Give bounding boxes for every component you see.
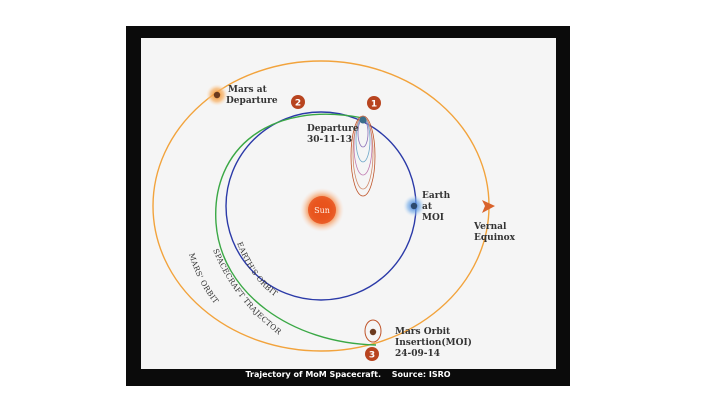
diagram-panel: Sun 1 2 3 Mars at Departure Departure 30 xyxy=(141,38,556,369)
mars-moi-icon xyxy=(369,328,377,336)
moi-label-line2: Insertion(MOI) xyxy=(395,337,472,348)
mars-icon xyxy=(213,91,221,99)
marker-2: 2 xyxy=(291,95,305,109)
earth-departure-icon xyxy=(359,116,367,124)
vernal-label-line1: Vernal xyxy=(473,222,507,232)
vernal-equinox-arrow-icon xyxy=(482,200,495,213)
moi-loop xyxy=(364,319,382,343)
earth-moi-label-line1: Earth xyxy=(422,191,451,201)
moi-label-line3: 24-09-14 xyxy=(395,349,440,359)
earth-moi-label-line3: MOI xyxy=(422,213,444,223)
spacecraft-trajectory xyxy=(215,113,377,346)
vernal-label-line2: Equinox xyxy=(474,233,516,243)
sun-label: Sun xyxy=(314,206,330,215)
svg-text:3: 3 xyxy=(369,351,375,361)
mars-departure-label-line1: Mars at xyxy=(228,85,268,95)
trajectory-diagram: Sun 1 2 3 Mars at Departure Departure 30 xyxy=(141,38,516,361)
earth-icon xyxy=(410,202,418,210)
svg-text:2: 2 xyxy=(295,99,301,109)
image-caption: Trajectory of MoM Spacecraft. Source: IS… xyxy=(126,370,570,379)
departure-label-line1: Departure xyxy=(307,124,359,134)
departure-label-line2: 30-11-13 xyxy=(307,135,352,145)
earth-moi-label-line2: at xyxy=(422,202,433,212)
mars-departure-label-line2: Departure xyxy=(226,96,278,106)
marker-3: 3 xyxy=(365,347,379,361)
svg-text:1: 1 xyxy=(371,100,377,110)
caption-text: Trajectory of MoM Spacecraft. xyxy=(245,370,381,379)
marker-1: 1 xyxy=(367,96,381,110)
departure-loops xyxy=(350,115,376,197)
moi-label-line1: Mars Orbit xyxy=(395,327,451,337)
caption-source: Source: ISRO xyxy=(391,370,451,379)
